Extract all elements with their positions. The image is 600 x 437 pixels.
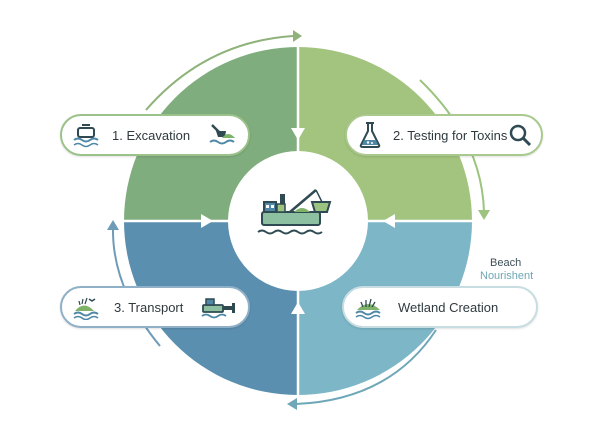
boat-pipe-icon: [201, 298, 235, 319]
arrow-inward-left: [201, 214, 213, 228]
cycle-arrow-bottom: [295, 329, 437, 405]
arrow-inward-top: [291, 128, 305, 140]
side-label-nourishment: Nourishent: [480, 270, 533, 282]
cycle-arrow-right-head: [478, 210, 490, 220]
step-wetland: Wetland Creation: [342, 286, 538, 328]
flask-icon: [359, 122, 381, 148]
step-transport-label: 3. Transport: [114, 299, 184, 315]
step-testing-label: 2. Testing for Toxins: [393, 127, 508, 143]
arrow-inward-right: [383, 214, 395, 228]
dredging-boat-icon: [257, 189, 332, 235]
arrow-inward-bottom: [291, 302, 305, 314]
dredge-hull-icon: [73, 124, 99, 148]
marsh-icon: [355, 298, 381, 320]
cycle-arrow-bottom-head: [287, 398, 297, 410]
mound-bird-icon: [73, 297, 99, 320]
step-excavation-label: 1. Excavation: [112, 127, 191, 143]
magnifier-icon: [510, 124, 532, 147]
cycle-arrow-top-head: [293, 30, 302, 42]
step-transport: 3. Transport: [60, 286, 250, 328]
side-label-beach: Beach: [490, 257, 521, 269]
cycle-arrow-top: [145, 35, 294, 111]
step-excavation: 1. Excavation: [60, 114, 250, 156]
excavator-bucket-icon: [209, 124, 235, 145]
step-testing: 2. Testing for Toxins: [345, 114, 543, 156]
step-wetland-label: Wetland Creation: [398, 299, 499, 315]
cycle-arrow-left-head: [107, 220, 119, 230]
